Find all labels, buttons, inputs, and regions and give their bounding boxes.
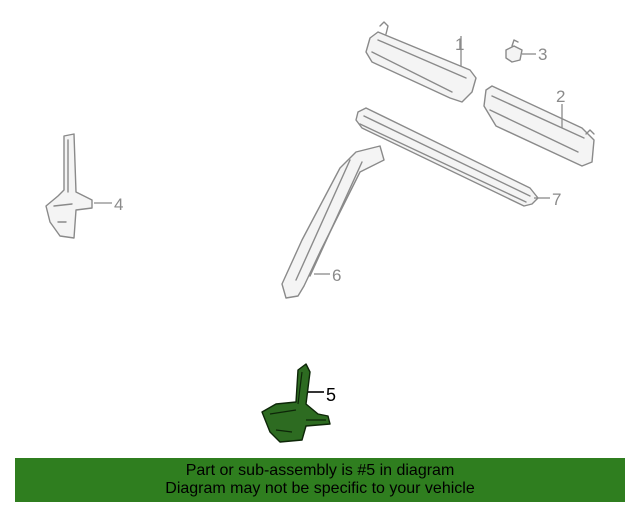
part-6-a-pillar-trim[interactable] xyxy=(281,145,385,299)
callout-5: 5 xyxy=(326,385,336,405)
part-5-pillar-trim-highlighted[interactable] xyxy=(261,363,331,443)
parts-diagram: 1 2 3 4 6 7 5 xyxy=(45,21,595,443)
part-2-sun-visor-right[interactable] xyxy=(483,85,595,167)
part-4-pillar-trim[interactable] xyxy=(45,133,93,239)
banner-line-part-number: Part or sub-assembly is #5 in diagram xyxy=(185,462,455,479)
callout-1: 1 xyxy=(455,35,464,54)
callout-7: 7 xyxy=(552,190,561,209)
callout-3: 3 xyxy=(538,45,547,64)
part-7-header-trim[interactable] xyxy=(355,107,539,207)
callout-6: 6 xyxy=(332,266,341,285)
callout-2: 2 xyxy=(556,87,565,106)
part-3-clip[interactable] xyxy=(505,39,523,63)
info-banner: Part or sub-assembly is #5 in diagram Di… xyxy=(15,458,625,502)
part-1-sun-visor-left[interactable] xyxy=(365,21,477,103)
banner-line-disclaimer: Diagram may not be specific to your vehi… xyxy=(165,480,475,497)
callout-4: 4 xyxy=(114,195,123,214)
